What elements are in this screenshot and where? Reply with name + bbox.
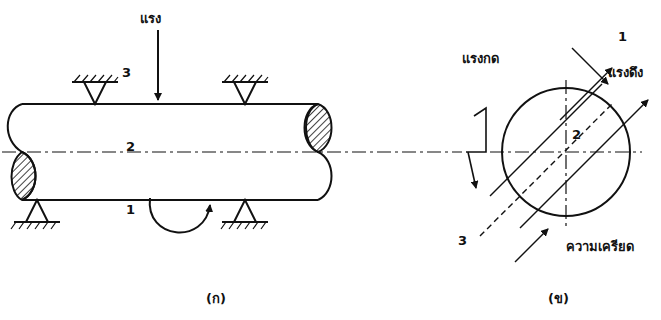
callout-number: 1 bbox=[618, 30, 627, 44]
figure-tag: (ข) bbox=[548, 292, 569, 306]
callout-number: 2 bbox=[572, 128, 581, 142]
callout-number: 1 bbox=[126, 203, 135, 217]
callout-number: 2 bbox=[126, 140, 135, 154]
tension-label: แรงดึง bbox=[608, 66, 643, 80]
callout-number: 3 bbox=[458, 234, 467, 248]
compression-label: แรงกด bbox=[462, 52, 499, 66]
figure-tag: (ก) bbox=[206, 292, 226, 306]
force-label: แรง bbox=[140, 12, 161, 26]
strain-label: ความเครียด bbox=[566, 240, 634, 254]
callout-number: 3 bbox=[122, 66, 131, 80]
